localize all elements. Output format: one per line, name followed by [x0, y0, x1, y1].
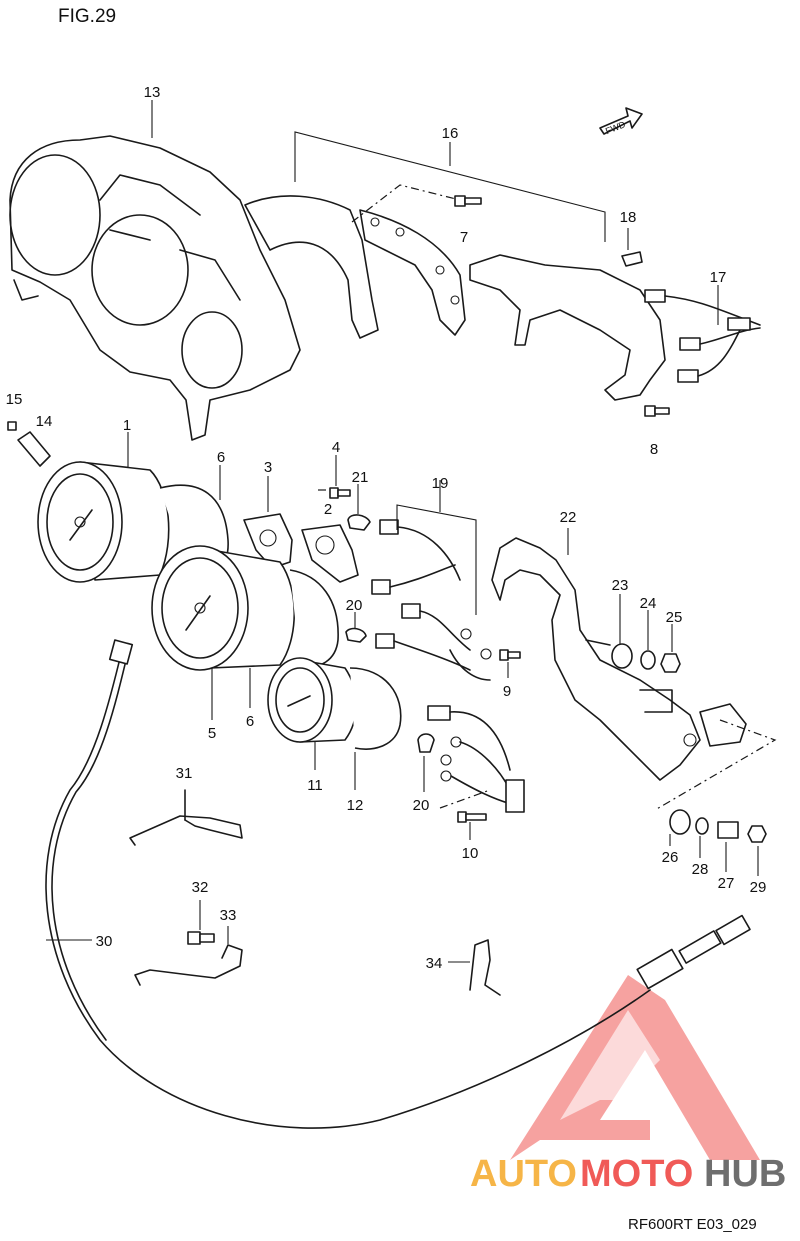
callout-28: 28: [692, 861, 709, 878]
tachometer: [151, 545, 295, 671]
collar-27: [717, 821, 739, 839]
callout-24: 24: [640, 595, 657, 612]
callout-5: 5: [208, 725, 216, 742]
speedometer-cable: [45, 639, 751, 1129]
callout-12: 12: [347, 797, 364, 814]
gasket-3: [243, 513, 293, 569]
callout-22: 22: [560, 509, 577, 526]
fwd-label: FWD: [604, 119, 627, 136]
callout-34: 34: [426, 955, 443, 972]
callout-6b: 6: [246, 713, 254, 730]
grommet-23: [611, 643, 633, 669]
callout-1: 1: [123, 417, 131, 434]
cushion-6b: [289, 569, 339, 668]
callout-10: 10: [462, 845, 479, 862]
figure-title: FIG.29: [58, 6, 116, 27]
bulb-20a: [345, 627, 367, 643]
drawing-code: RF600RT E03_029: [628, 1216, 757, 1233]
wire-harness-19: [371, 519, 492, 681]
callout-29: 29: [750, 879, 767, 896]
clamp-31: [129, 815, 243, 846]
callout-4: 4: [332, 439, 340, 456]
screw-10: [457, 811, 467, 823]
callout-15: 15: [6, 391, 23, 408]
lamp-18: [621, 251, 643, 267]
watermark-logo: [510, 975, 760, 1160]
screw-8: [644, 405, 670, 417]
wire-harness-lower: [427, 705, 525, 813]
ring-12: [349, 667, 402, 750]
watermark-auto: AUTO: [470, 1153, 577, 1195]
callout-11: 11: [307, 777, 323, 794]
bulb-socket-14: [17, 431, 51, 467]
watermark-moto: MOTO: [580, 1153, 693, 1195]
nut-29: [747, 825, 767, 843]
callout-19: 19: [432, 475, 449, 492]
callout-13: 13: [144, 84, 161, 101]
bolt-32: [187, 931, 201, 945]
speedometer: [37, 461, 170, 583]
callout-6a: 6: [217, 449, 225, 466]
callout-33: 33: [220, 907, 237, 924]
clamp-33: [134, 944, 243, 986]
holder-2: [301, 524, 359, 583]
grommet-26: [669, 809, 691, 835]
bulb-20b: [417, 733, 435, 753]
screw-9: [499, 649, 509, 661]
watermark-hub: HUB: [704, 1153, 786, 1195]
callout-23: 23: [612, 577, 629, 594]
washer-24: [640, 650, 656, 670]
callout-8: 8: [650, 441, 658, 458]
callout-27: 27: [718, 875, 735, 892]
nut-25: [660, 653, 681, 673]
clip-34: [469, 939, 501, 996]
callout-3: 3: [264, 459, 272, 476]
callout-9: 9: [503, 683, 511, 700]
callout-21: 21: [352, 469, 369, 486]
callout-25: 25: [666, 609, 683, 626]
callout-14: 14: [36, 413, 53, 430]
callout-32: 32: [192, 879, 209, 896]
callout-20b: 20: [413, 797, 430, 814]
callout-18: 18: [620, 209, 637, 226]
meter-case: [244, 195, 466, 339]
callout-17: 17: [710, 269, 727, 286]
meter-cover: [9, 135, 301, 441]
lamp-harness: [469, 254, 761, 401]
callout-31: 31: [176, 765, 193, 782]
callout-26: 26: [662, 849, 679, 866]
callout-30: 30: [96, 933, 113, 950]
callouts: 1 2 3 4 5 6 6 7 8 9 10 11 12 13 14 15 16…: [6, 84, 767, 972]
meter-bracket-22: [491, 537, 701, 781]
screw-7: [454, 195, 482, 207]
callout-16: 16: [442, 125, 459, 142]
screw-15: [7, 421, 17, 431]
temperature-gauge: [267, 657, 358, 743]
callout-2: 2: [324, 501, 332, 518]
callout-20a: 20: [346, 597, 363, 614]
washer-28: [695, 817, 709, 835]
screw-4: [329, 487, 339, 499]
fwd-arrow-icon: FWD: [599, 107, 643, 136]
bulb-21: [347, 514, 371, 531]
callout-7: 7: [460, 229, 468, 246]
